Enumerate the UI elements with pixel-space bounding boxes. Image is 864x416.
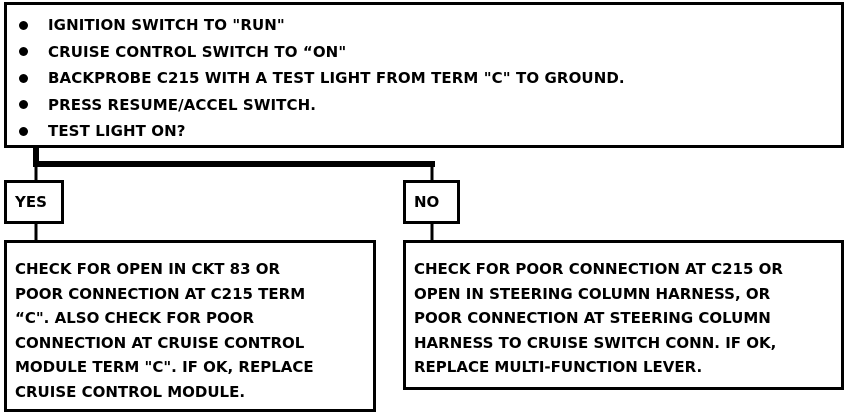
yes-result-box: CHECK FOR OPEN IN CKT 83 OR POOR CONNECT… [4, 240, 376, 412]
bullet-icon [19, 100, 28, 110]
decision-step-text: BACKPROBE C215 WITH A TEST LIGHT FROM TE… [48, 69, 625, 88]
decision-box: IGNITION SWITCH TO "RUN" CRUISE CONTROL … [4, 2, 844, 148]
yes-label-box: YES [4, 180, 64, 224]
bullet-icon [19, 126, 28, 136]
decision-step-text: TEST LIGHT ON? [48, 122, 186, 141]
decision-step: PRESS RESUME/ACCEL SWITCH. [15, 92, 841, 119]
no-result-line: HARNESS TO CRUISE SWITCH CONN. IF OK, [414, 333, 777, 352]
decision-steps-list: IGNITION SWITCH TO "RUN" CRUISE CONTROL … [15, 12, 841, 145]
yes-result-line: POOR CONNECTION AT C215 TERM [15, 284, 306, 303]
decision-step: CRUISE CONTROL SWITCH TO “ON" [15, 39, 841, 66]
no-result-line: REPLACE MULTI-FUNCTION LEVER. [414, 358, 703, 376]
no-label: NO [414, 193, 440, 211]
decision-step: IGNITION SWITCH TO "RUN" [15, 12, 841, 39]
decision-step: BACKPROBE C215 WITH A TEST LIGHT FROM TE… [15, 65, 841, 92]
yes-result-line: CRUISE CONTROL MODULE. [15, 382, 246, 401]
yes-result-line: “C". ALSO CHECK FOR POOR [15, 309, 255, 327]
decision-step: TEST LIGHT ON? [15, 118, 841, 145]
no-label-box: NO [403, 180, 460, 224]
decision-step-text: PRESS RESUME/ACCEL SWITCH. [48, 95, 317, 114]
decision-step-text: IGNITION SWITCH TO "RUN" [48, 16, 285, 35]
no-result-line: OPEN IN STEERING COLUMN HARNESS, OR [414, 284, 771, 303]
bullet-icon [19, 20, 28, 30]
yes-result-line: MODULE TERM "C". IF OK, REPLACE [15, 358, 314, 376]
yes-label: YES [15, 193, 47, 211]
no-result-line: CHECK FOR POOR CONNECTION AT C215 OR [414, 260, 783, 278]
yes-result-line: CHECK FOR OPEN IN CKT 83 OR [15, 260, 281, 278]
no-result-line: POOR CONNECTION AT STEERING COLUMN [414, 309, 771, 327]
bullet-icon [19, 73, 28, 83]
yes-result-line: CONNECTION AT CRUISE CONTROL [15, 333, 305, 352]
decision-step-text: CRUISE CONTROL SWITCH TO “ON" [48, 42, 347, 61]
no-result-box: CHECK FOR POOR CONNECTION AT C215 OR OPE… [403, 240, 844, 390]
bullet-icon [19, 47, 28, 57]
